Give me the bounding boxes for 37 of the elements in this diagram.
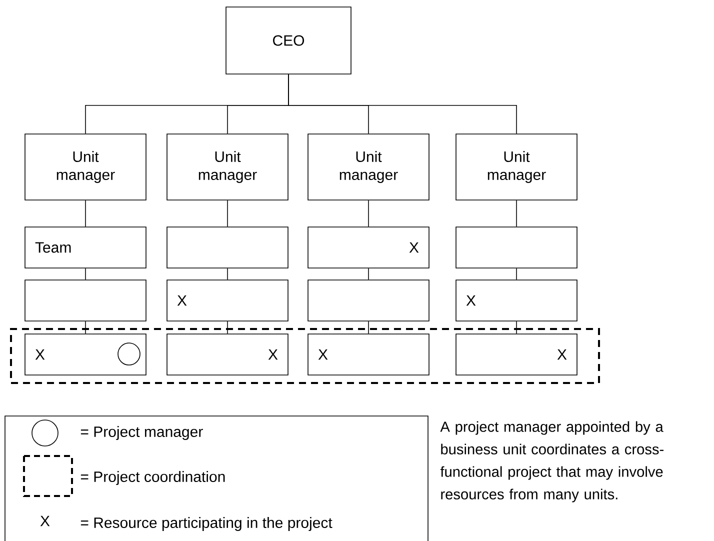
legend-text: = Project coordination: [80, 471, 225, 485]
manager-box: Unit manager: [166, 134, 288, 200]
connector-line: [368, 268, 369, 280]
project-coordination-box: [10, 328, 600, 384]
unit-box: X: [308, 334, 430, 376]
connector-line: [368, 321, 369, 334]
unit-box: [24, 280, 146, 322]
connector-line: [516, 268, 517, 280]
connector-line: [227, 321, 228, 334]
connector-line: [227, 200, 228, 227]
unit-box: Team: [24, 226, 146, 268]
unit-box: [456, 226, 578, 268]
connector-line: [516, 200, 517, 227]
unit-box: X: [166, 280, 288, 322]
connector-line: [288, 74, 517, 134]
connector-line: [368, 200, 369, 227]
connector-line: [85, 268, 86, 280]
legend-text: = Resource participating in the project: [80, 517, 332, 531]
legend-text: = Project manager: [80, 426, 203, 440]
connector-line: [85, 321, 86, 334]
unit-box: [166, 226, 288, 268]
project-manager-circle: [118, 342, 140, 366]
manager-box: Unit manager: [456, 134, 578, 200]
unit-box: X: [166, 334, 288, 376]
connector-line: [85, 200, 86, 227]
unit-box: X: [24, 334, 146, 376]
unit-box: X: [456, 280, 578, 322]
note-text: A project manager appointed by a business unit coordinates a cross-functional project that may involve resources from many units.: [440, 421, 664, 502]
unit-box: [308, 280, 430, 322]
manager-box: Unit manager: [308, 134, 430, 200]
legend-symbol: X: [40, 516, 50, 526]
unit-box: X: [456, 334, 578, 376]
unit-box: X: [308, 226, 430, 268]
ceo-box: CEO: [226, 6, 352, 74]
connector-line: [227, 268, 228, 280]
manager-box: Unit manager: [24, 134, 146, 200]
connector-line: [516, 321, 517, 334]
